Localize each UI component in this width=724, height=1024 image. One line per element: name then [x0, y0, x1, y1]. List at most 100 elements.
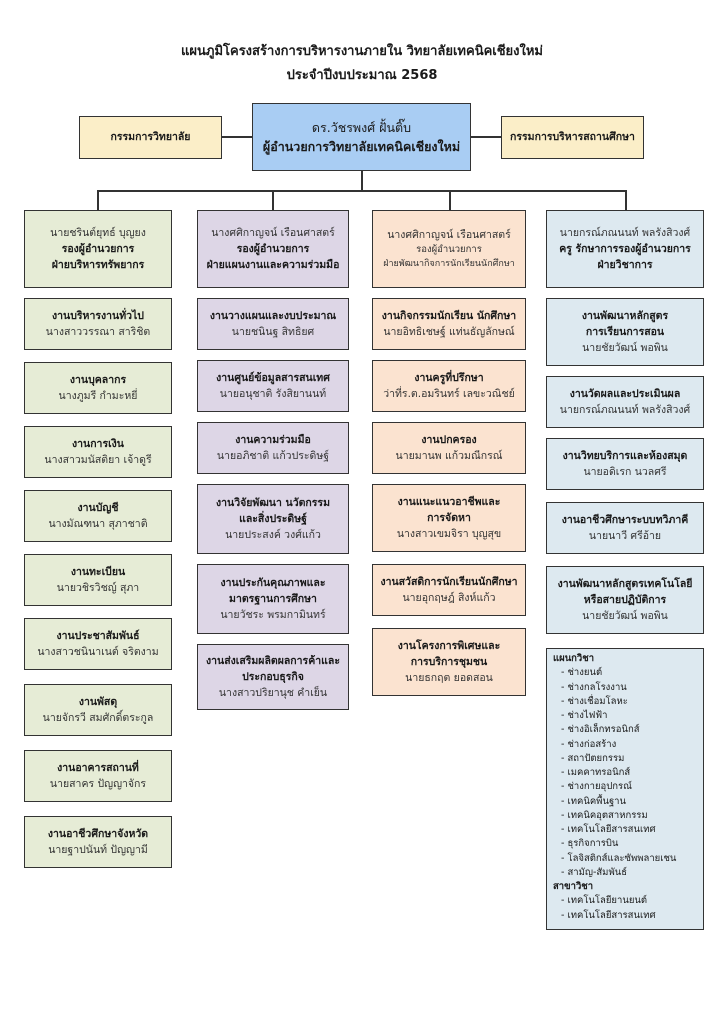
unit-title: งานทะเบียน: [70, 565, 126, 578]
unit-title: งานประชาสัมพันธ์: [56, 629, 140, 642]
connector-right: [471, 136, 501, 138]
unit-title: งานบุคลากร: [69, 373, 127, 386]
unit-title-line2: หรือสายปฏิบัติการ: [583, 593, 667, 606]
committee-board-label: กรรมการบริหารสถานศึกษา: [510, 131, 635, 144]
list-item: - ช่างอิเล็กทรอนิกส์: [561, 724, 640, 736]
unit-title-line2: และสิ่งประดิษฐ์: [239, 512, 307, 525]
list-item: - เทคนิคอุตสาหกรรม: [561, 809, 648, 821]
deputy-name: นางศศิกาญจน์ เรือนศาสตร์: [211, 226, 335, 239]
unit-title: งานบริหารงานทั่วไป: [52, 309, 144, 322]
chart-title: แผนภูมิโครงสร้างการบริหารงานภายใน วิทยาล…: [181, 44, 543, 59]
unit-box: งานอาชีวศึกษาจังหวัดนายฐาปนันท์ ปัญญามี: [24, 816, 172, 868]
unit-title: งานวิทยบริการและห้องสมุด: [562, 449, 688, 462]
connector-col2: [272, 190, 274, 210]
unit-title: งานแนะแนวอาชีพและ: [397, 495, 501, 508]
programs-list-heading: สาขาวิชา: [553, 881, 594, 892]
unit-person: นางสาววรรณา สาริชิต: [45, 326, 151, 338]
list-item: - ธุรกิจการบิน: [561, 838, 619, 850]
unit-person: นายวชิรวิชญ์ สุภา: [56, 582, 140, 594]
unit-title: งานวัดผลและประเมินผล: [569, 387, 681, 400]
deputy-academic-box: นายกรณ์ภณนนท์ พลรังสิวงศ์ ครู รักษาการรอ…: [546, 210, 704, 288]
unit-person: นายฐาปนันท์ ปัญญามี: [48, 844, 148, 856]
unit-person: นายประสงค์ วงศ์แก้ว: [225, 529, 321, 542]
unit-title-line2: การจัดหา: [427, 511, 471, 524]
unit-person: นางสาวชนินาเนต์ จริตงาม: [37, 646, 159, 658]
bullet: -: [561, 695, 565, 707]
bullet: -: [561, 724, 565, 736]
connector-col4: [625, 190, 627, 210]
unit-box: งานประกันคุณภาพและมาตรฐานการศึกษานายวัชร…: [197, 564, 349, 634]
director-position: ผู้อำนวยการวิทยาลัยเทคนิคเชียงใหม่: [262, 139, 461, 154]
unit-person: ว่าที่ร.ต.อมรินทร์ เลขะวณิชย์: [383, 388, 515, 400]
unit-box: งานสวัสดิการนักเรียนนักศึกษานายอุกฤษฎ์ ส…: [372, 564, 526, 616]
unit-title: งานอาคารสถานที่: [57, 761, 139, 774]
list-item: - เทคนิคพื้นฐาน: [561, 795, 627, 807]
unit-person: นายชัยวัฒน์ พอพิน: [582, 342, 668, 355]
chart-subtitle: ประจำปีงบประมาณ 2568: [286, 68, 438, 83]
unit-box: งานประชาสัมพันธ์นางสาวชนินาเนต์ จริตงาม: [24, 618, 172, 670]
deputy-planning-box: นางศศิกาญจน์ เรือนศาสตร์ รองผู้อำนวยการ …: [197, 210, 349, 288]
bullet: -: [561, 767, 565, 778]
unit-title: งานพัสดุ: [78, 695, 118, 708]
unit-box: งานวางแผนและงบประมาณนายชนินฐ สิทธิยศ: [197, 298, 349, 350]
list-item: - เมคคาทรอนิกส์: [561, 767, 631, 778]
committee-college-box: กรรมการวิทยาลัย: [79, 116, 222, 159]
deputy-name: นายกรณ์ภณนนท์ พลรังสิวงศ์: [559, 226, 691, 239]
unit-title: งานปกครอง: [421, 433, 477, 446]
unit-title: งานวิจัยพัฒนา นวัตกรรม: [216, 496, 330, 509]
bullet: -: [561, 781, 565, 793]
deputy-role: รองผู้อำนวยการ: [61, 242, 135, 255]
list-item: - ช่างกลโรงงาน: [561, 681, 627, 693]
unit-title: งานครูที่ปรึกษา: [414, 371, 484, 384]
deputy-department: ฝ่ายแผนงานและความร่วมมือ: [206, 259, 340, 272]
unit-box: งานอาชีวศึกษาระบบทวิภาคีนายนาวี ศรีอ้าย: [546, 502, 704, 554]
unit-title: งานประกันคุณภาพและ: [220, 576, 326, 589]
unit-person: นายมานพ แก้วมณีกรณ์: [395, 450, 503, 462]
deputy-role: รองผู้อำนวยการ: [236, 242, 310, 255]
list-item: - สถาปัตยกรรม: [561, 752, 625, 764]
department-list-heading: แผนกวิชา: [553, 653, 595, 664]
unit-box: งานบัญชีนางมัณฑนา สุภาชาติ: [24, 490, 172, 542]
bullet: -: [561, 895, 565, 907]
unit-box: งานอาคารสถานที่นายสาคร ปัญญาจักร: [24, 750, 172, 802]
list-item: - ช่างยนต์: [561, 667, 603, 679]
unit-box: งานศูนย์ข้อมูลสารสนเทศนายอนุชาติ รังสิยา…: [197, 360, 349, 412]
unit-title: งานโครงการพิเศษและ: [397, 639, 501, 652]
unit-title: งานสวัสดิการนักเรียนนักศึกษา: [380, 575, 518, 588]
unit-title: งานพัฒนาหลักสูตร: [581, 309, 669, 322]
unit-person: นางสาวปริยานุช คำเย็น: [218, 687, 328, 700]
unit-box: งานพัฒนาหลักสูตรเทคโนโลยีหรือสายปฏิบัติก…: [546, 566, 704, 634]
unit-person: นางมัณฑนา สุภาชาติ: [48, 518, 148, 530]
unit-box: งานบริหารงานทั่วไปนางสาววรรณา สาริชิต: [24, 298, 172, 350]
unit-title: งานศูนย์ข้อมูลสารสนเทศ: [216, 371, 330, 384]
bullet: -: [561, 795, 565, 807]
connector-col1: [97, 190, 99, 210]
unit-box: งานทะเบียนนายวชิรวิชญ์ สุภา: [24, 554, 172, 606]
unit-box: งานโครงการพิเศษและการบริการชุมชนนายธกฤต …: [372, 628, 526, 696]
unit-title: งานวางแผนและงบประมาณ: [209, 309, 337, 322]
connector-col3: [449, 190, 451, 210]
unit-title-line2: ประกอบธุรกิจ: [242, 670, 304, 683]
bullet: -: [561, 852, 565, 864]
committee-board-box: กรรมการบริหารสถานศึกษา: [501, 116, 644, 159]
unit-title: งานส่งเสริมผลิตผลการค้าและ: [206, 654, 340, 667]
deputy-department: ฝ่ายวิชาการ: [597, 259, 653, 272]
unit-person: นางสาวเขมจิรา บุญสุข: [396, 528, 502, 541]
director-name: ดร.วัชรพงศ์ ฝั้นติ๊บ: [311, 119, 412, 135]
unit-title: งานพัฒนาหลักสูตรเทคโนโลยี: [557, 577, 693, 590]
unit-person: นายอุกฤษฎ์ สิงห์แก้ว: [402, 592, 496, 604]
unit-person: นายอดิเรก นวลศรี: [583, 466, 667, 478]
unit-title: งานความร่วมมือ: [235, 433, 311, 446]
unit-box: งานวัดผลและประเมินผลนายกรณ์ภณนนท์ พลรังส…: [546, 376, 704, 428]
unit-title: งานอาชีวศึกษาระบบทวิภาคี: [561, 513, 689, 526]
deputy-resources-box: นายชรินต์ยุทธ์ บุญยง รองผู้อำนวยการ ฝ่าย…: [24, 210, 172, 288]
deputy-department: ฝ่ายบริหารทรัพยากร: [51, 259, 145, 272]
unit-person: นายชนินฐ สิทธิยศ: [231, 326, 315, 338]
unit-box: งานพัสดุนายจักรวี สมศักดิ์ตระกูล: [24, 684, 172, 736]
bullet: -: [561, 866, 565, 878]
list-item: - เทคโนโลยียานยนต์: [561, 895, 648, 907]
bullet: -: [561, 681, 565, 693]
unit-box: งานบุคลากรนางภูมรี กำมะหยี่: [24, 362, 172, 414]
unit-box: งานวิทยบริการและห้องสมุดนายอดิเรก นวลศรี: [546, 438, 704, 490]
list-item: - ช่างเชื่อมโลหะ: [561, 695, 628, 707]
